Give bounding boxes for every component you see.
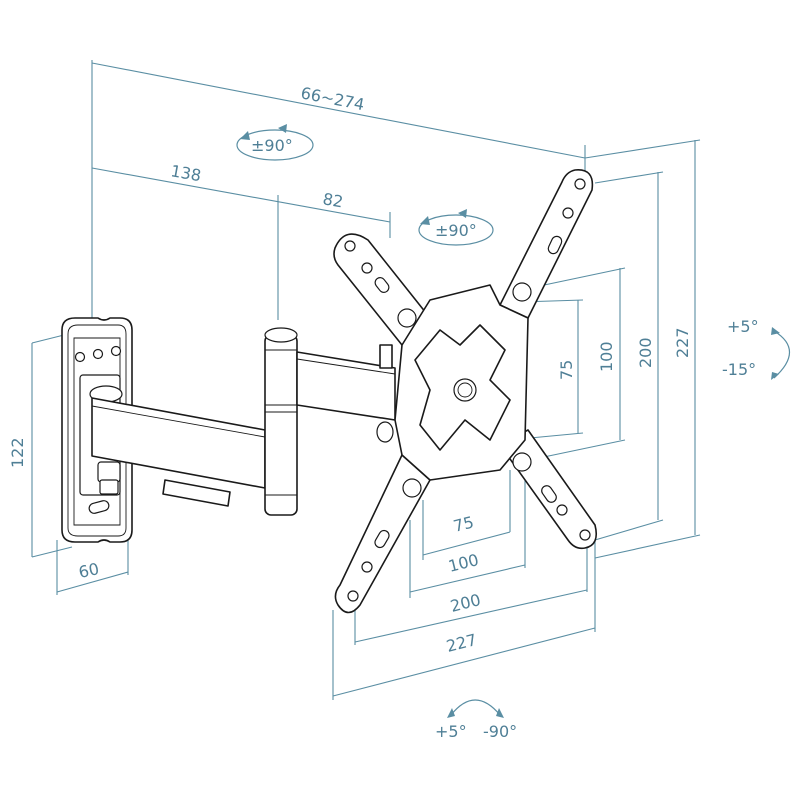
label-vesa-h-75: 75 [451, 513, 475, 536]
label-plate-height-122: 122 [8, 437, 27, 468]
label-swivel-head: ±90° [435, 221, 477, 240]
label-vesa-v-75: 75 [557, 360, 576, 380]
swing-arm [91, 327, 396, 516]
label-arm-82: 82 [321, 189, 344, 211]
label-plate-width-60: 60 [77, 559, 101, 582]
swivel-head-ellipse-icon [418, 214, 494, 246]
label-vesa-v-200: 200 [636, 337, 655, 368]
rotation-indicators: ±90° ±90° +5° -15° +5° -90° [236, 124, 790, 741]
swivel-arm-arrow-icon [240, 131, 250, 140]
swivel-arm-ellipse-icon [236, 129, 314, 161]
label-tilt-down: -15° [722, 360, 756, 379]
wall-screw-hole-icon [74, 351, 86, 363]
dimension-lines [31, 60, 701, 700]
label-vesa-v-227: 227 [673, 327, 692, 358]
label-vesa-v-100: 100 [597, 341, 616, 372]
label-tilt-up: +5° [727, 317, 759, 336]
label-rotate-right: -90° [483, 722, 517, 741]
label-swivel-arm: ±90° [251, 136, 293, 155]
label-rotate-left: +5° [435, 722, 467, 741]
rotation-arrow-icon [450, 699, 501, 716]
tilt-arrow-icon [773, 330, 790, 379]
label-vesa-h-227: 227 [444, 630, 478, 656]
label-vesa-h-100: 100 [446, 550, 480, 576]
label-arm-138: 138 [169, 161, 202, 185]
center-hole-icon [453, 378, 477, 402]
label-vesa-h-200: 200 [448, 590, 482, 616]
vesa-bracket [333, 169, 598, 614]
